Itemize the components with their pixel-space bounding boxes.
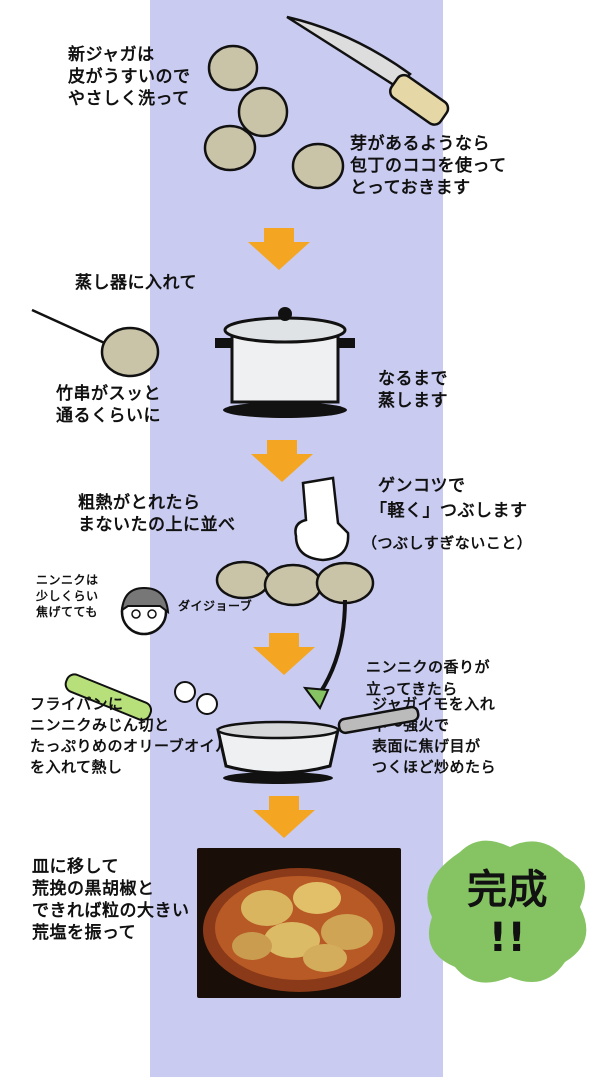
- steamer-text: 蒸し器に入れて: [75, 273, 197, 293]
- garlic-note: ニンニクは 少しくらい 焦げてても: [36, 573, 99, 619]
- fist-title: ゲンコツで: [378, 476, 466, 496]
- fist-note: （つぶしすぎないこと）: [362, 534, 533, 552]
- potato-icon: [203, 44, 289, 172]
- aroma-text: ニンニクの香りが 立ってきたら: [366, 658, 491, 698]
- diet-text: ダイジョーブ: [178, 599, 253, 613]
- steam-text: なるまで 蒸します: [378, 369, 448, 411]
- skewer-potato-icon: [31, 308, 160, 378]
- sprout-text: 芽があるようなら 包丁のココを使って とっておきます: [350, 134, 507, 198]
- pan-icon: [216, 705, 420, 784]
- wash-text: 新ジャガは 皮がうすいので やさしく洗って: [68, 45, 191, 109]
- potato-icon: [291, 142, 345, 190]
- knife-icon: [286, 15, 450, 126]
- fry-pan-text: フライパンに ニンニクみじん切と たっぷりめのオリーブオイル を入れて熱し: [30, 695, 231, 776]
- skewer-text: 竹串がスッと 通るくらいに: [56, 384, 161, 426]
- fist-icon: [294, 476, 350, 562]
- cool-text: 粗熱がとれたら まないたの上に並べ: [78, 493, 236, 535]
- arrow-down-icon: [253, 633, 315, 675]
- arrow-down-icon: [251, 440, 313, 482]
- done-blob-icon: [427, 840, 587, 983]
- pot-icon: [215, 307, 355, 418]
- plate-text: 皿に移して 荒挽の黒胡椒と できれば粒の大きい 荒塩を振って: [32, 857, 190, 943]
- done-text: 完成 !!: [467, 867, 548, 961]
- finished-dish-photo: [197, 848, 401, 998]
- arrow-down-icon: [253, 796, 315, 838]
- green-onion-icon: [64, 673, 218, 721]
- arrow-down-icon: [248, 228, 310, 270]
- potato-icon: [215, 560, 375, 607]
- green-arrow-icon: [302, 599, 347, 710]
- person-icon: [120, 586, 170, 636]
- fist-main: 「軽く」つぶします: [370, 501, 528, 521]
